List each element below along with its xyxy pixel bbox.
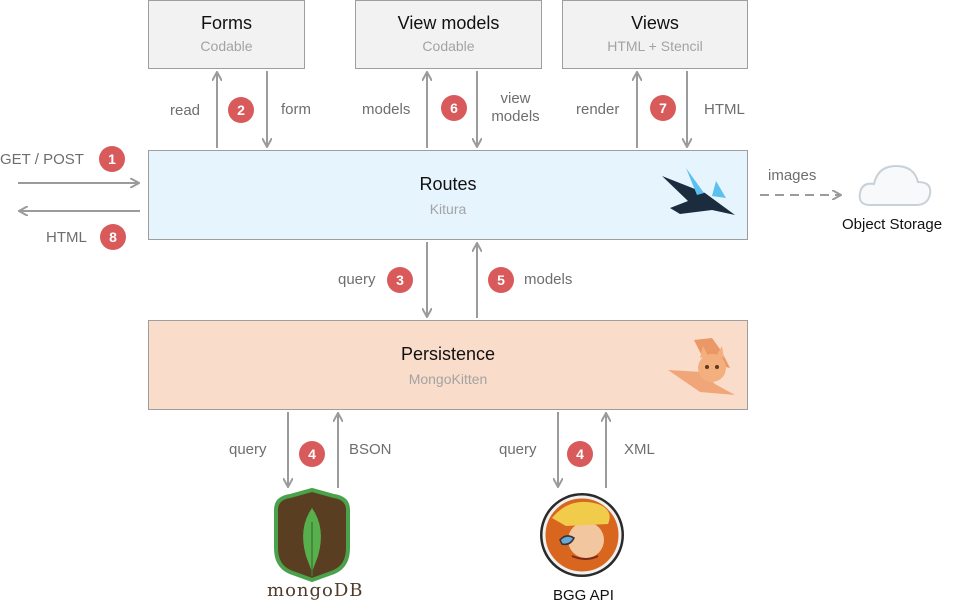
views-subtitle: HTML + Stencil	[607, 38, 703, 54]
label-models-routes: models	[524, 271, 573, 288]
step-badge-8: 8	[100, 224, 126, 250]
step-badge-1: 1	[99, 146, 125, 172]
view-models-subtitle: Codable	[422, 38, 475, 54]
label-html-top: HTML	[704, 101, 745, 118]
label-models-top: models	[362, 101, 411, 118]
kitura-logo	[662, 168, 735, 215]
label-get-post: GET / POST	[0, 151, 84, 168]
mongodb-logo	[274, 487, 350, 583]
label-images: images	[768, 167, 817, 184]
step-badge-3: 3	[387, 267, 413, 293]
views-title: Views	[631, 13, 679, 33]
label-html-left: HTML	[46, 229, 87, 246]
label-render: render	[576, 101, 620, 118]
bgg-api-caption: BGG API	[553, 587, 614, 604]
step-badge-7: 7	[650, 95, 676, 121]
forms-subtitle: Codable	[200, 38, 253, 54]
label-view-line1: view	[500, 90, 531, 107]
step-badge-2: 2	[228, 97, 254, 123]
label-view-models: view models	[488, 90, 543, 126]
mongodb-wordmark: mongoDB	[267, 580, 364, 601]
step-badge-6: 6	[441, 95, 467, 121]
step-badge-5: 5	[488, 267, 514, 293]
persistence-box: Persistence MongoKitten	[148, 320, 748, 410]
routes-box: Routes Kitura	[148, 150, 748, 240]
persistence-subtitle: MongoKitten	[408, 371, 488, 387]
object-storage-caption: Object Storage	[842, 216, 943, 233]
label-view-line2: models	[491, 108, 540, 125]
view-models-title: View models	[397, 13, 500, 33]
step-badge-4-bgg: 4	[567, 441, 593, 467]
label-query-routes: query	[338, 271, 376, 288]
label-xml: XML	[624, 441, 655, 458]
label-form: form	[281, 101, 311, 118]
forms-title: Forms	[201, 13, 252, 33]
mongokitten-logo	[668, 338, 735, 395]
routes-subtitle: Kitura	[429, 201, 467, 217]
view-models-box: View models Codable	[355, 0, 542, 69]
label-bson: BSON	[349, 441, 392, 458]
persistence-title: Persistence	[400, 344, 496, 364]
forms-box: Forms Codable	[148, 0, 305, 69]
label-read: read	[170, 102, 201, 119]
cloud-icon	[858, 164, 932, 206]
step-badge-4-mongo: 4	[299, 441, 325, 467]
label-query-bgg: query	[499, 441, 537, 458]
bgg-logo	[540, 493, 624, 577]
routes-title: Routes	[419, 174, 477, 194]
label-query-mongo: query	[229, 441, 267, 458]
views-box: Views HTML + Stencil	[562, 0, 748, 69]
